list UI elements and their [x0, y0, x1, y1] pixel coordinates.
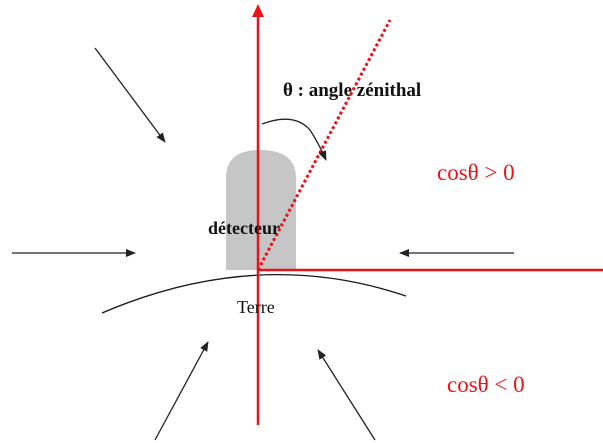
cos-negative-label: cosθ < 0	[447, 372, 525, 397]
incoming-arrow-bottom-left	[154, 341, 209, 441]
detector-label: détecteur	[208, 218, 280, 238]
zenith-angle-label: θ : angle zénithal	[283, 80, 421, 101]
zenith-axis-arrowhead	[252, 4, 264, 17]
detector-shape	[226, 150, 296, 270]
incoming-arrow-top-left	[94, 47, 166, 143]
angle-arc-arrow	[261, 118, 327, 161]
earth-surface-curve	[101, 274, 407, 314]
incoming-arrow-bottom-right	[317, 349, 376, 441]
cos-positive-label: cosθ > 0	[437, 160, 515, 185]
earth-label: Terre	[237, 297, 275, 317]
